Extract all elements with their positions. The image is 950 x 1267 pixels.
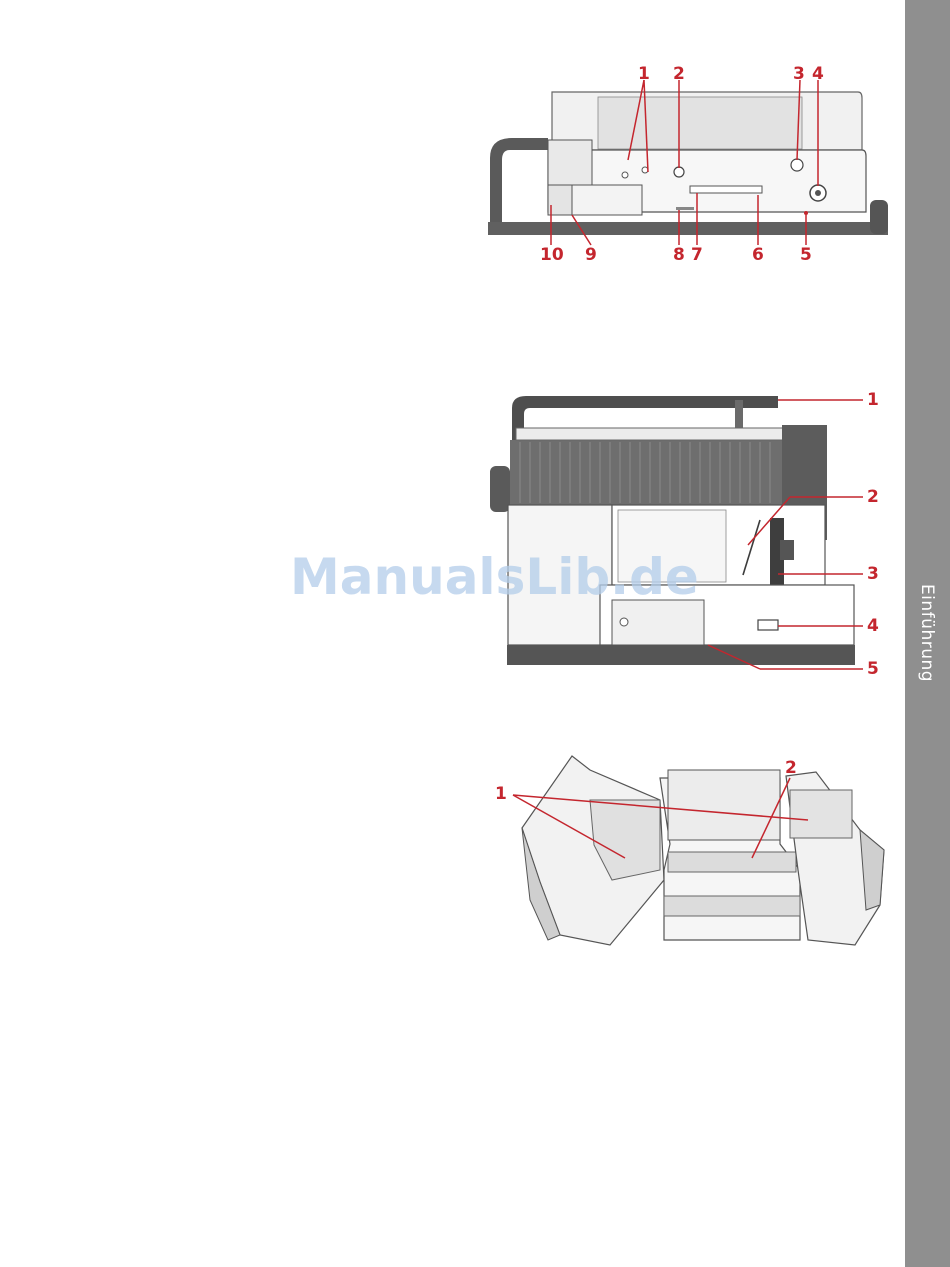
callout-tray-2: 2 bbox=[785, 760, 797, 777]
watermark: ManualsLib.de bbox=[290, 548, 699, 606]
callout-tray-1: 1 bbox=[495, 786, 507, 803]
